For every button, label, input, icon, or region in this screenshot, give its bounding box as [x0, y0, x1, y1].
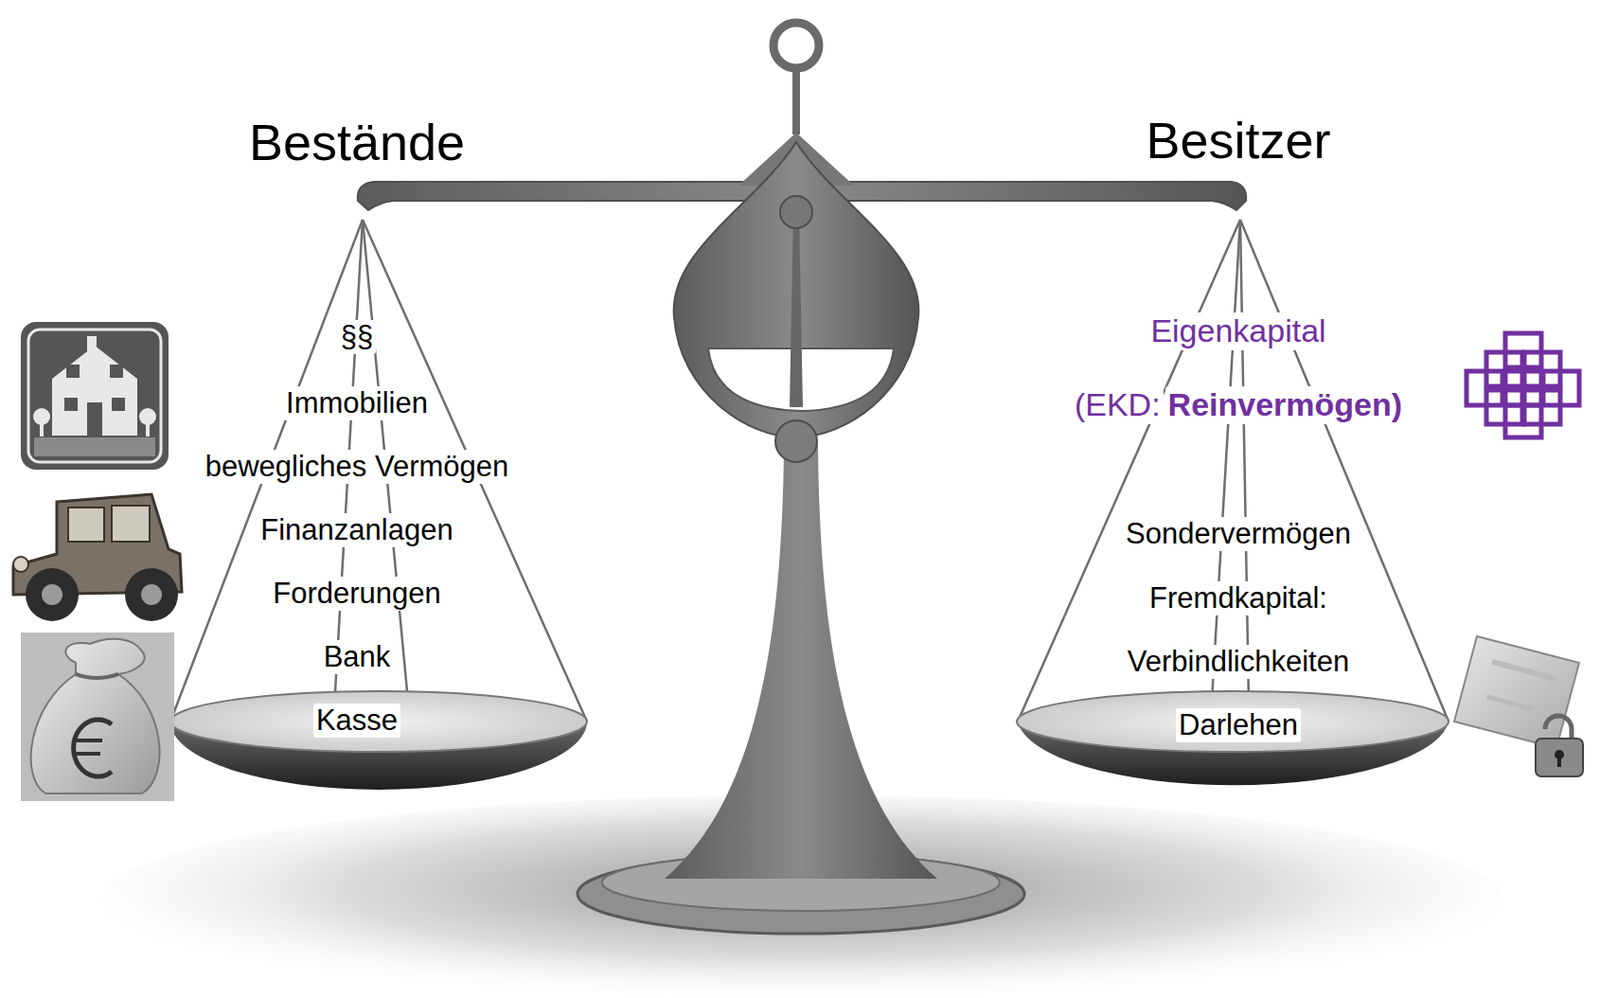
- side-heading: Bestände: [246, 112, 468, 172]
- ring-rod: [792, 68, 800, 135]
- scale-pendant: [674, 142, 920, 438]
- liability-item: Verbindlichkeiten: [1124, 644, 1352, 679]
- asset-item: Immobilien: [283, 386, 431, 421]
- liability-item: Darlehen: [1175, 708, 1301, 743]
- liability-item: Sondervermögen: [1122, 516, 1354, 552]
- house-icon: [20, 321, 169, 470]
- equity-note: (EKD:: [1071, 386, 1164, 424]
- asset-item: §§: [337, 320, 376, 355]
- beam-pivot: [780, 195, 813, 229]
- asset-item: Forderungen: [269, 576, 445, 611]
- liability-item: Fremdkapital:: [1146, 581, 1331, 616]
- hanging-ring: [773, 22, 819, 69]
- asset-item: Finanzanlagen: [257, 513, 456, 548]
- ekd-logo: [1466, 333, 1580, 438]
- asset-item: Bank: [320, 640, 394, 675]
- right-pan: [1016, 691, 1449, 785]
- money-bag-icon: [20, 632, 175, 801]
- side-heading: Besitzer: [1142, 110, 1334, 170]
- asset-item: Kasse: [313, 703, 401, 738]
- equity-note: Reinvermögen): [1165, 386, 1406, 424]
- left-pan: [170, 691, 587, 790]
- scale-needle: [789, 210, 803, 408]
- equity-item: Eigenkapital: [1147, 312, 1329, 350]
- credit-card-icon: [1454, 636, 1583, 777]
- pillar-knob: [775, 420, 818, 463]
- car-icon: [13, 494, 182, 622]
- asset-item: bewegliches Vermögen: [202, 449, 513, 484]
- scale-pillar: [664, 444, 938, 879]
